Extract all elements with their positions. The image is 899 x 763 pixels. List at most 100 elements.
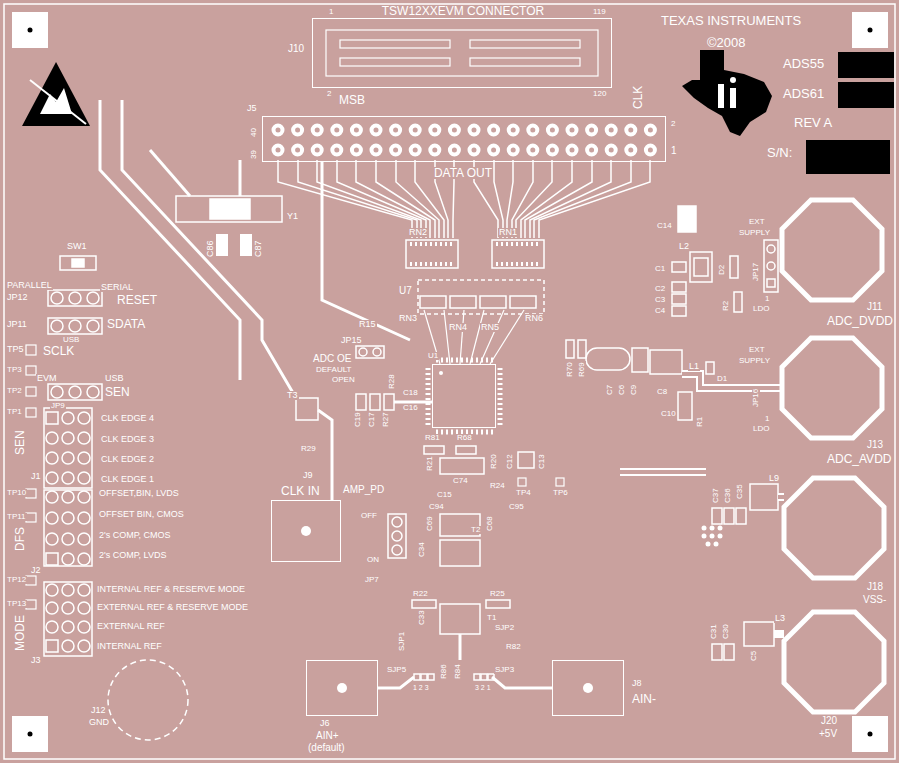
silkscreen-label: ON xyxy=(366,556,380,564)
silkscreen-label: CLK EDGE 2 xyxy=(100,455,155,464)
jumper-header xyxy=(78,512,90,524)
silkscreen-label: J20 xyxy=(820,716,838,726)
silkscreen-label: SEN xyxy=(104,386,131,398)
smd-part xyxy=(440,604,480,634)
silkscreen-label: EXT xyxy=(748,346,766,354)
jumper-header xyxy=(87,320,99,332)
silkscreen-label: ADC_DVDD xyxy=(826,315,894,327)
via-array xyxy=(702,526,707,531)
chip-trace xyxy=(424,310,524,364)
silkscreen-label: 1 xyxy=(670,146,678,156)
chip-trace xyxy=(460,310,464,364)
smd-part xyxy=(672,282,686,292)
signal-trace xyxy=(150,150,190,196)
power-pad xyxy=(784,612,884,712)
silkscreen-label: LDO xyxy=(752,305,770,313)
silkscreen-label: RN6 xyxy=(524,314,544,323)
silkscreen-label: MSB xyxy=(338,94,366,106)
silkscreen-label: CLK EDGE 3 xyxy=(100,435,155,444)
jumper-header xyxy=(388,514,406,558)
signal-trace xyxy=(459,634,462,660)
part-outline: DATA OUT xyxy=(262,116,666,162)
silkscreen-label: C86 xyxy=(206,239,215,258)
smd-part xyxy=(456,446,476,454)
silkscreen-label: J2 xyxy=(30,566,42,575)
silkscreen-label: RN4 xyxy=(448,323,468,332)
resistor-network xyxy=(496,262,540,266)
part-label: CLK IN xyxy=(280,485,321,497)
silkscreen-label: C35 xyxy=(736,483,744,500)
resistor-network xyxy=(450,296,476,308)
silkscreen-label: C95 xyxy=(508,503,525,511)
silkscreen-label: R25 xyxy=(489,590,506,598)
test-point xyxy=(556,478,564,486)
power-trace xyxy=(682,374,782,388)
silkscreen-label: SJP1 xyxy=(398,631,406,652)
jumper-header xyxy=(46,621,58,633)
gnd-pad xyxy=(108,660,188,740)
jumper-header xyxy=(62,584,74,596)
silkscreen-label: USB xyxy=(62,336,80,344)
silkscreen-label: 1 xyxy=(328,8,334,16)
silkscreen-label: OFFSET,BIN, LVDS xyxy=(98,489,180,498)
jumper-header xyxy=(356,346,384,358)
data-trace xyxy=(494,160,503,238)
smd-part xyxy=(724,644,734,660)
part-outline: J8AIN- xyxy=(552,660,624,716)
test-point xyxy=(518,478,526,486)
silkscreen-label: R21 xyxy=(426,455,434,472)
silkscreen-label: LDO xyxy=(752,425,770,433)
signal-trace xyxy=(492,677,552,688)
power-pad xyxy=(782,200,882,300)
smd-part xyxy=(428,674,434,680)
smd-part xyxy=(724,508,734,524)
data-trace xyxy=(356,160,430,238)
jumper-header xyxy=(767,279,775,287)
jumper-header xyxy=(44,240,778,656)
fiducial-corner xyxy=(28,28,33,33)
ti-logo xyxy=(730,77,736,83)
jumper-header xyxy=(78,602,90,614)
silkscreen-label: L3 xyxy=(774,614,786,623)
silkscreen-label: C17 xyxy=(368,411,376,428)
silkscreen-label: Y1 xyxy=(286,212,299,221)
signal-trace xyxy=(239,160,242,196)
silkscreen-label: +5V xyxy=(818,729,838,739)
silkscreen-label: C34 xyxy=(418,541,426,558)
silkscreen-label: 120 xyxy=(592,90,607,98)
chip-trace xyxy=(480,310,504,364)
resistor-network xyxy=(406,240,544,314)
silkscreen-label: TP1 xyxy=(6,408,23,416)
silkscreen-label: C68 xyxy=(486,515,494,532)
smd-part xyxy=(672,262,686,272)
silkscreen-label: R84 xyxy=(454,663,462,680)
crystal xyxy=(210,199,250,219)
silkscreen-label: SEN xyxy=(14,429,26,456)
smd-part xyxy=(578,340,586,358)
jumper-header xyxy=(392,531,402,541)
silkscreen-label: 2 xyxy=(326,90,332,98)
silkscreen-label: SCLK xyxy=(42,345,75,357)
jumper-header xyxy=(46,584,58,596)
esd-symbol xyxy=(22,62,90,126)
silkscreen-label: ©2008 xyxy=(706,36,747,49)
silkscreen-label: L2 xyxy=(678,242,690,251)
test-point xyxy=(26,408,36,417)
data-trace xyxy=(521,160,572,238)
silkscreen-label: DFS xyxy=(14,526,26,552)
sma-pad-detail xyxy=(301,526,593,693)
blank-field xyxy=(806,52,894,174)
jumper-header xyxy=(46,472,58,484)
connector-body xyxy=(340,58,450,66)
chip-pins xyxy=(428,360,500,432)
smd-part xyxy=(296,206,778,680)
chip-pins xyxy=(436,358,494,363)
capacitor-pad xyxy=(216,234,252,256)
smd-part xyxy=(730,256,738,278)
ti-logo xyxy=(718,84,724,108)
smd-part xyxy=(694,258,708,276)
sma-pad-detail xyxy=(337,683,347,693)
silkscreen-label: C36 xyxy=(724,487,732,504)
jumper-header xyxy=(78,584,90,596)
